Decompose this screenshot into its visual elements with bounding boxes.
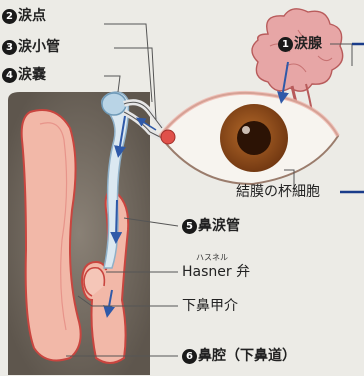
label-lacrimal-gland: 1涙腺 xyxy=(278,36,322,52)
number-badge-3: 3 xyxy=(2,40,17,55)
number-badge-2: 2 xyxy=(2,9,17,24)
label-canaliculus: 3涙小管 xyxy=(2,39,60,55)
number-badge-5: 5 xyxy=(182,219,197,234)
pupil xyxy=(237,121,271,155)
label-inferior-turbinate: 下鼻甲介 xyxy=(182,298,238,314)
lacrimal-caruncle xyxy=(161,130,175,144)
label-text: 鼻涙管 xyxy=(198,218,240,234)
label-nasolacrimal-duct: 5鼻涙管 xyxy=(182,218,240,234)
label-lacrimal-punctum: 2涙点 xyxy=(2,8,46,24)
label-text: 涙腺 xyxy=(294,36,322,52)
label-text: 涙小管 xyxy=(18,39,60,55)
label-text: 涙点 xyxy=(18,8,46,24)
hasner-ruby: ハスネル xyxy=(196,252,228,263)
label-nasal-cavity: 6鼻腔（下鼻道） xyxy=(182,348,296,364)
label-text: 涙嚢 xyxy=(18,67,46,83)
label-goblet-cells: 結膜の杯細胞 xyxy=(236,184,320,200)
lacrimal-sac-shape xyxy=(102,93,126,115)
label-lacrimal-sac: 4涙嚢 xyxy=(2,67,46,83)
label-hasner-valve: Hasner 弁 xyxy=(182,264,250,280)
number-badge-1: 1 xyxy=(278,37,293,52)
number-badge-4: 4 xyxy=(2,68,17,83)
label-text: 鼻腔（下鼻道） xyxy=(198,348,296,364)
number-badge-6: 6 xyxy=(182,349,197,364)
